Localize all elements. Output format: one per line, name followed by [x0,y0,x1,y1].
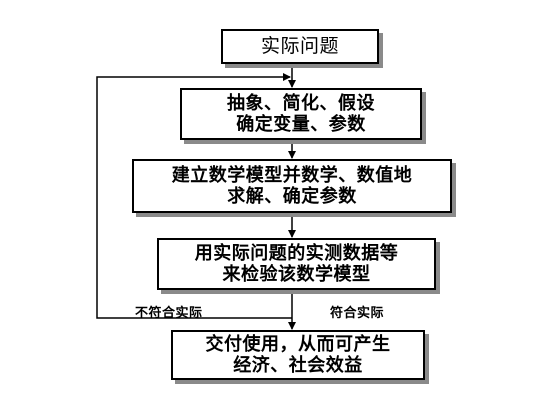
box-abstract-simplify-line-1: 抽象、简化、假设 [227,92,375,114]
box-abstract-simplify: 抽象、简化、假设 确定变量、参数 [180,88,422,140]
label-not-conform: 不符合实际 [135,306,203,321]
box-deliver-use-line-1: 交付使用，从而可产生 [205,333,391,355]
label-conform: 符合实际 [330,306,385,321]
box-build-model-line-1: 建立数学模型并数学、数值地 [171,164,413,186]
feedback-loop-line [96,73,292,319]
box-build-model-line-2: 求解、确定参数 [227,186,357,207]
box-verify-model-line-1: 用实际问题的实测数据等 [194,242,399,264]
box-abstract-simplify-line-2: 确定变量、参数 [236,114,366,135]
box-verify-model-line-2: 来检验该数学模型 [222,264,371,285]
box-real-problem: 实际问题 [221,29,379,64]
box-verify-model: 用实际问题的实测数据等 来检验该数学模型 [157,238,436,290]
box-build-model: 建立数学模型并数学、数值地 求解、确定参数 [132,159,452,213]
box-real-problem-line-1: 实际问题 [260,35,339,58]
box-deliver-use: 交付使用，从而可产生 经济、社会效益 [171,330,425,380]
box-deliver-use-line-2: 经济、社会效益 [233,355,363,376]
